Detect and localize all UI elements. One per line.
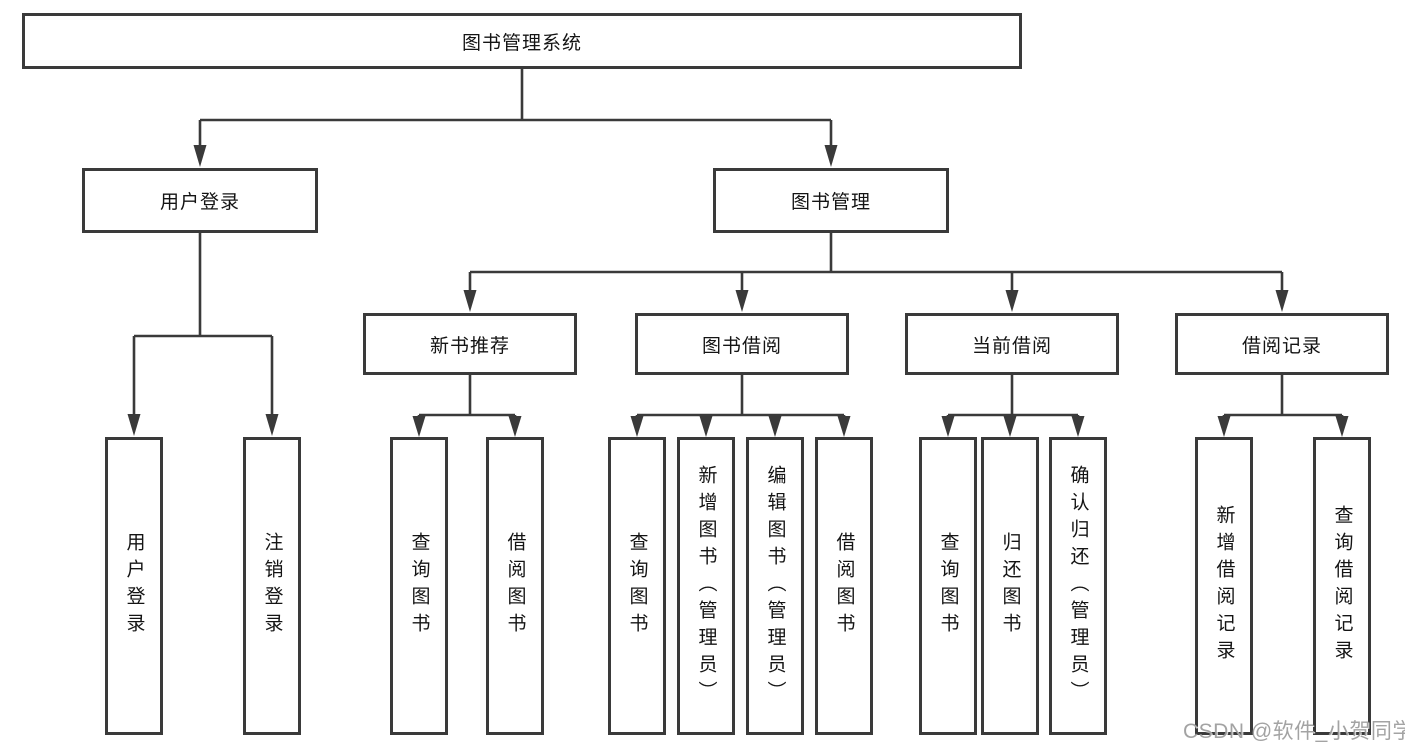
- node-query-books-borrowing: 查询图书: [608, 437, 666, 735]
- node-book-management-branch: 图书管理: [713, 168, 949, 233]
- node-user-login-branch: 用户登录: [82, 168, 318, 233]
- node-confirm-return-admin: 确认归还（管理员）: [1049, 437, 1107, 735]
- node-borrow-books-borrowing: 借阅图书: [815, 437, 873, 735]
- node-borrowing-records: 借阅记录: [1175, 313, 1389, 375]
- node-user-login-leaf: 用户登录: [105, 437, 163, 735]
- node-query-books-current: 查询图书: [919, 437, 977, 735]
- node-query-borrow-record: 查询借阅记录: [1313, 437, 1371, 735]
- node-book-borrowing: 图书借阅: [635, 313, 849, 375]
- node-system-root: 图书管理系统: [22, 13, 1022, 69]
- node-query-books-recommend: 查询图书: [390, 437, 448, 735]
- node-logout-leaf: 注销登录: [243, 437, 301, 735]
- node-add-borrow-record: 新增借阅记录: [1195, 437, 1253, 735]
- node-current-borrowing: 当前借阅: [905, 313, 1119, 375]
- node-return-books: 归还图书: [981, 437, 1039, 735]
- node-add-books-admin: 新增图书（管理员）: [677, 437, 735, 735]
- node-edit-books-admin: 编辑图书（管理员）: [746, 437, 804, 735]
- node-borrow-books-recommend: 借阅图书: [486, 437, 544, 735]
- csdn-watermark: CSDN @软件_小贺同学: [1183, 720, 1405, 743]
- node-new-book-recommend: 新书推荐: [363, 313, 577, 375]
